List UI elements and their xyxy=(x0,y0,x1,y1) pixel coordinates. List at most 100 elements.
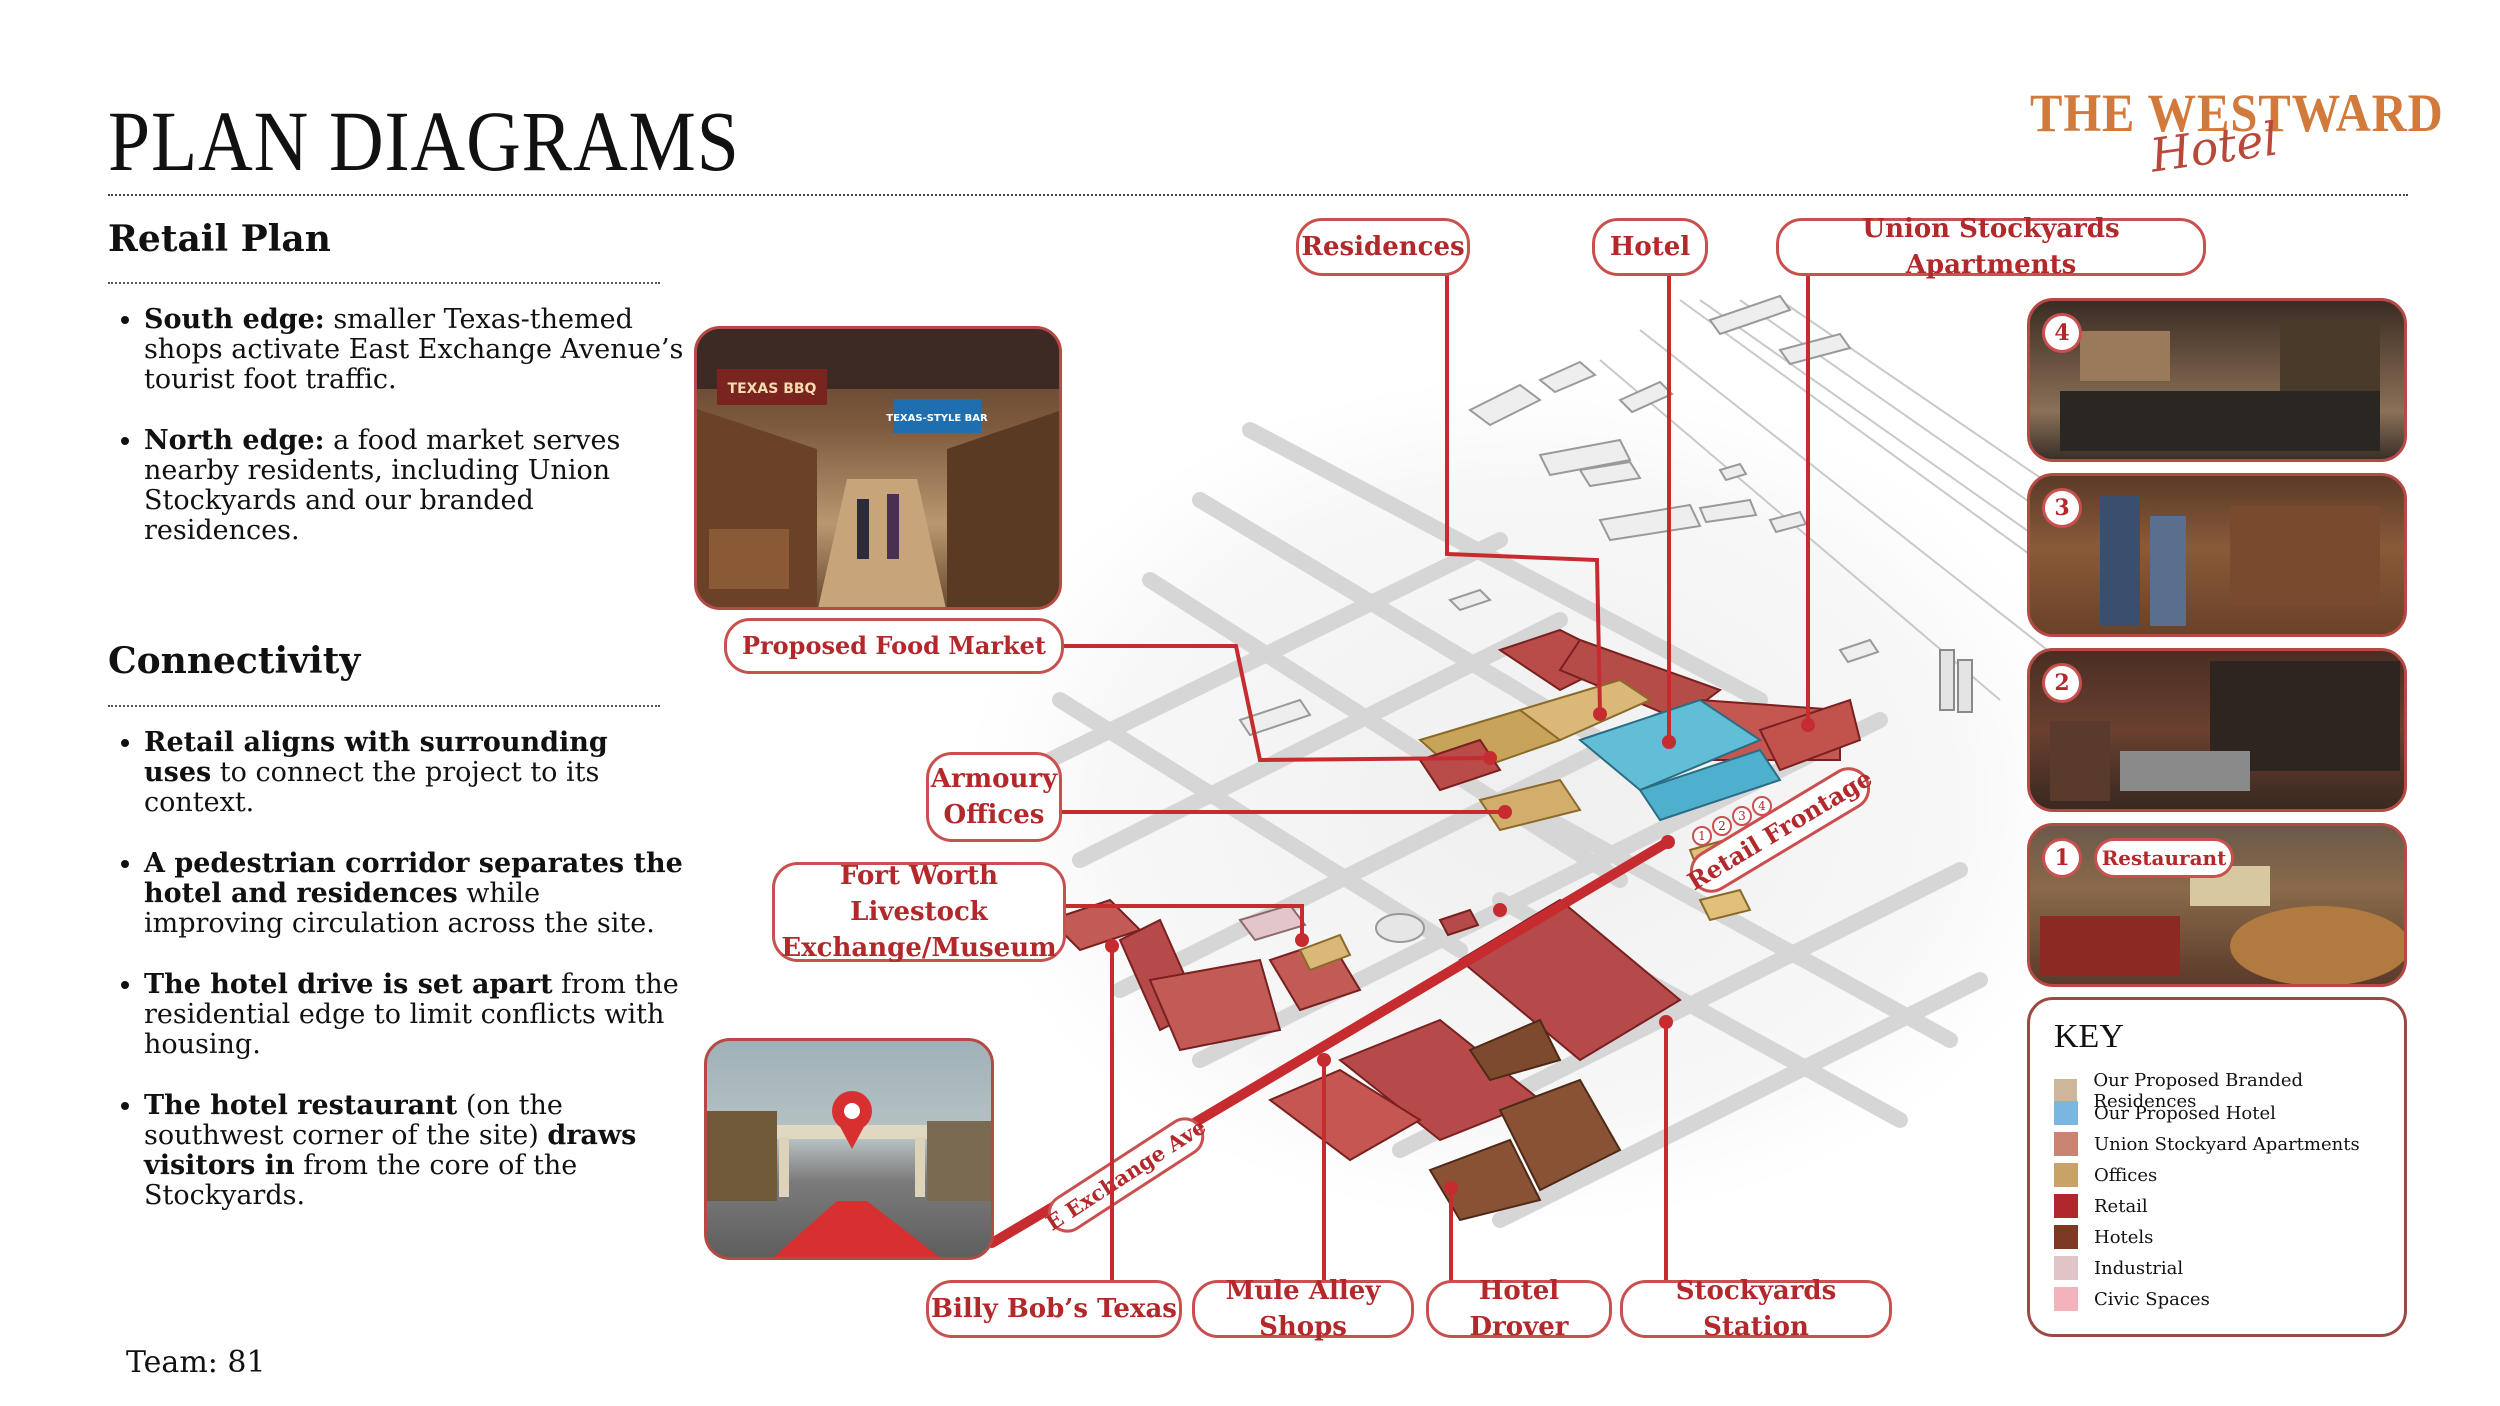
callout-label: Hotel Drover xyxy=(1469,1276,1569,1342)
callout-hotel-drover: Hotel Drover xyxy=(1426,1276,1612,1342)
list-item: The hotel drive is set apart from the re… xyxy=(144,970,684,1060)
bullet-bold: draws visitors in xyxy=(144,1120,637,1181)
context-buildings xyxy=(1238,294,1880,737)
connectivity-list: Retail aligns with surrounding uses to c… xyxy=(108,728,684,1242)
map-key: KEY Our Proposed Branded Residences Our … xyxy=(2027,997,2407,1337)
photo-1-art xyxy=(2040,866,2404,984)
photo-sign-bar: TEXAS-STYLE BAR xyxy=(886,413,988,424)
key-item: Hotels xyxy=(2054,1225,2153,1249)
callout-food-market: Proposed Food Market xyxy=(724,618,1064,674)
callout-hotel: Hotel xyxy=(1592,218,1708,276)
header-divider xyxy=(108,194,2408,196)
bullet-text: to connect the project to its context. xyxy=(144,757,600,818)
key-label: Our Proposed Hotel xyxy=(2094,1102,2276,1124)
key-label: Retail xyxy=(2094,1195,2148,1217)
callout-stockyards-station: Stockyards Station xyxy=(1620,1276,1892,1342)
photo-markers: 1 2 3 4 xyxy=(1692,796,1772,846)
food-market-photo: TEXAS BBQ TEXAS-STYLE BAR xyxy=(694,326,1062,610)
south-buildings xyxy=(1048,898,1682,1222)
key-swatch xyxy=(2054,1256,2078,1280)
callout-label: Fort Worth Livestock xyxy=(839,861,999,927)
retail-plan-list: South edge: smaller Texas-themed shops a… xyxy=(108,305,684,577)
bullet-text: smaller Texas-themed shops activate East… xyxy=(144,304,684,395)
street-view-photo-art xyxy=(707,1091,991,1257)
list-item: The hotel restaurant (on the southwest c… xyxy=(144,1091,684,1211)
connectivity-divider xyxy=(108,705,660,707)
list-item: A pedestrian corridor separates the hote… xyxy=(144,849,684,939)
bullet-bold: The hotel drive is set apart xyxy=(144,969,553,1000)
key-label: Industrial xyxy=(2094,1257,2184,1279)
callout-billy-bobs: Billy Bob’s Texas xyxy=(926,1280,1182,1338)
key-swatch xyxy=(2054,1079,2078,1103)
callout-label: Billy Bob’s Texas xyxy=(931,1294,1177,1324)
callout-residences: Residences xyxy=(1296,218,1470,276)
key-item: Our Proposed Branded Residences xyxy=(2054,1070,2404,1112)
key-item: Civic Spaces xyxy=(2054,1287,2210,1311)
marker-2: 2 xyxy=(1718,819,1726,833)
key-label: Civic Spaces xyxy=(2094,1288,2210,1310)
food-market-photo-art: TEXAS BBQ TEXAS-STYLE BAR xyxy=(697,329,1059,607)
marker-3: 3 xyxy=(1738,809,1746,823)
logo-wordmark: THE WESTWARD xyxy=(2030,83,2444,143)
key-label: Offices xyxy=(2094,1164,2158,1186)
callout-label: Stockyards Station xyxy=(1675,1276,1837,1342)
restaurant-tag-label: Restaurant xyxy=(2101,846,2227,870)
bullet-bold: North edge: xyxy=(144,425,325,456)
silos xyxy=(1939,649,1973,713)
key-swatch xyxy=(2054,1101,2078,1125)
exchange-ave-label: E Exchange Ave xyxy=(1041,1114,1210,1236)
marker-4: 4 xyxy=(1758,799,1766,813)
bullet-bold: The hotel restaurant xyxy=(144,1090,458,1121)
bullet-bold: South edge: xyxy=(144,304,325,335)
photo-4-art xyxy=(2060,321,2380,451)
photo-2-boots: 2 xyxy=(2027,648,2407,812)
photo-number-badge: 4 xyxy=(2042,313,2082,353)
callout-label: Armoury xyxy=(930,764,1058,794)
callout-mule-alley: Mule Alley Shops xyxy=(1192,1276,1414,1342)
bullet-bold: A pedestrian corridor separates the hote… xyxy=(144,848,683,909)
key-label: Hotels xyxy=(2094,1226,2154,1248)
photo-3-art xyxy=(2100,496,2380,626)
leader-dots xyxy=(1105,707,1815,1195)
callout-label: Residences xyxy=(1301,232,1465,262)
key-swatch xyxy=(2054,1132,2078,1156)
key-swatch xyxy=(2054,1163,2078,1187)
photo-4-cafe: 4 xyxy=(2027,298,2407,462)
bullet-text: while improving circulation across the s… xyxy=(144,878,655,939)
retail-plan-divider xyxy=(108,282,660,284)
bullet-bold: Retail aligns with surrounding uses xyxy=(144,727,608,788)
photo-number-badge: 2 xyxy=(2042,663,2082,703)
key-label: Union Stockyard Apartments xyxy=(2094,1133,2360,1155)
callout-union-stockyards: Union Stockyards Apartments xyxy=(1776,214,2206,280)
team-label: Team: 81 xyxy=(126,1345,266,1380)
key-item: Our Proposed Hotel xyxy=(2054,1101,2276,1125)
retail-plan-title: Retail Plan xyxy=(108,218,331,260)
bullet-text: from the residential edge to limit confl… xyxy=(144,969,679,1060)
marker-1: 1 xyxy=(1698,829,1706,843)
bullet-text: from the core of the Stockyards. xyxy=(144,1150,578,1211)
photo-1-restaurant: 1 Restaurant xyxy=(2027,823,2407,987)
key-item: Offices xyxy=(2054,1163,2157,1187)
key-item: Industrial xyxy=(2054,1256,2183,1280)
leader-lines xyxy=(1058,272,1810,1286)
callout-label: Mule Alley Shops xyxy=(1225,1276,1381,1342)
key-title: KEY xyxy=(2054,1018,2124,1055)
callout-label: Offices xyxy=(943,800,1045,830)
key-item: Retail xyxy=(2054,1194,2148,1218)
connectivity-title: Connectivity xyxy=(108,640,361,682)
callout-label: Union Stockyards Apartments xyxy=(1862,214,2120,280)
bullet-text: a food market serves nearby residents, i… xyxy=(144,425,621,546)
restaurant-tag: Restaurant xyxy=(2094,838,2234,878)
photo-number-badge: 3 xyxy=(2042,488,2082,528)
key-swatch xyxy=(2054,1194,2078,1218)
key-swatch xyxy=(2054,1225,2078,1249)
list-item: Retail aligns with surrounding uses to c… xyxy=(144,728,684,818)
bullet-text: (on the southwest corner of the site) xyxy=(144,1090,563,1151)
callout-label: Proposed Food Market xyxy=(741,631,1047,660)
callout-label: Hotel xyxy=(1609,232,1691,262)
street-view-photo xyxy=(704,1038,994,1260)
photo-sign-bbq: TEXAS BBQ xyxy=(728,381,817,397)
